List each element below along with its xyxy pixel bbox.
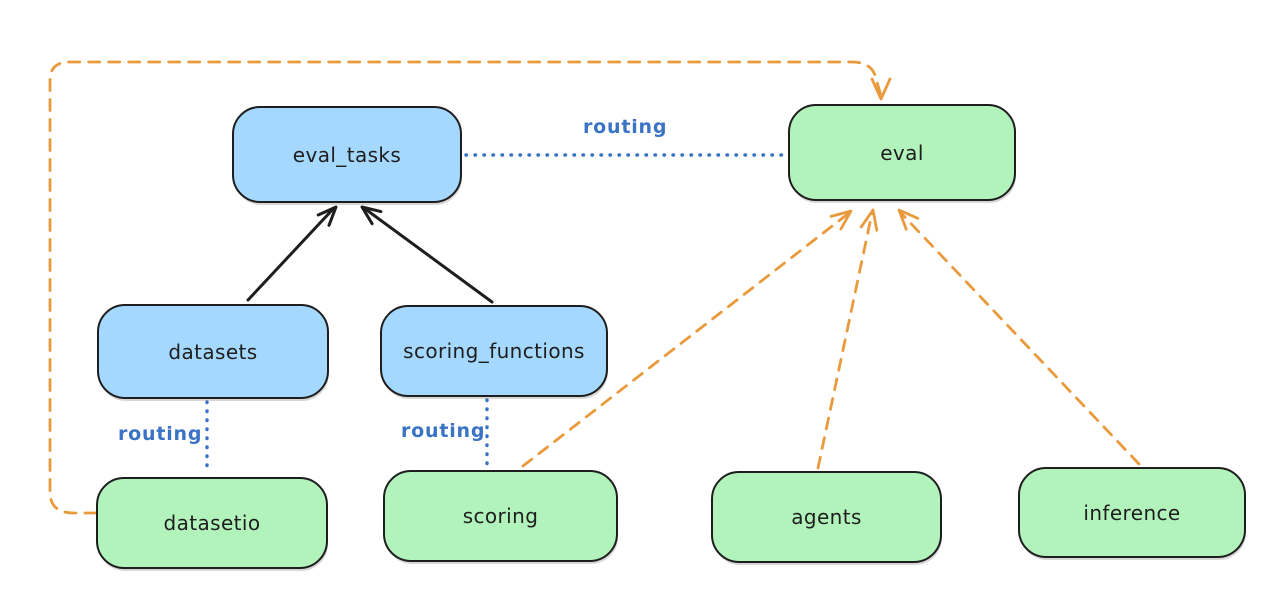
edge-agents-to-eval [816,208,879,470]
edge-scoring-to-eval [521,209,853,468]
edge-inference-to-eval [897,208,1141,466]
edge-datasets-to-eval-tasks [246,205,338,302]
node-scoring-functions: scoring_functions [380,305,608,397]
edge-label-routing-scoring: routing [401,420,486,442]
node-eval: eval [788,104,1016,201]
node-eval-tasks: eval_tasks [232,106,462,203]
edge-label-routing-top: routing [583,116,668,138]
node-inference: inference [1018,467,1246,558]
edge-label-routing-datasets: routing [118,423,203,445]
node-scoring: scoring [383,470,618,562]
node-datasets: datasets [97,304,329,399]
edge-datasetio-to-eval [48,60,892,515]
node-agents: agents [711,471,942,563]
edge-scoring-functions-to-eval-tasks [360,205,494,304]
node-datasetio: datasetio [96,477,328,569]
